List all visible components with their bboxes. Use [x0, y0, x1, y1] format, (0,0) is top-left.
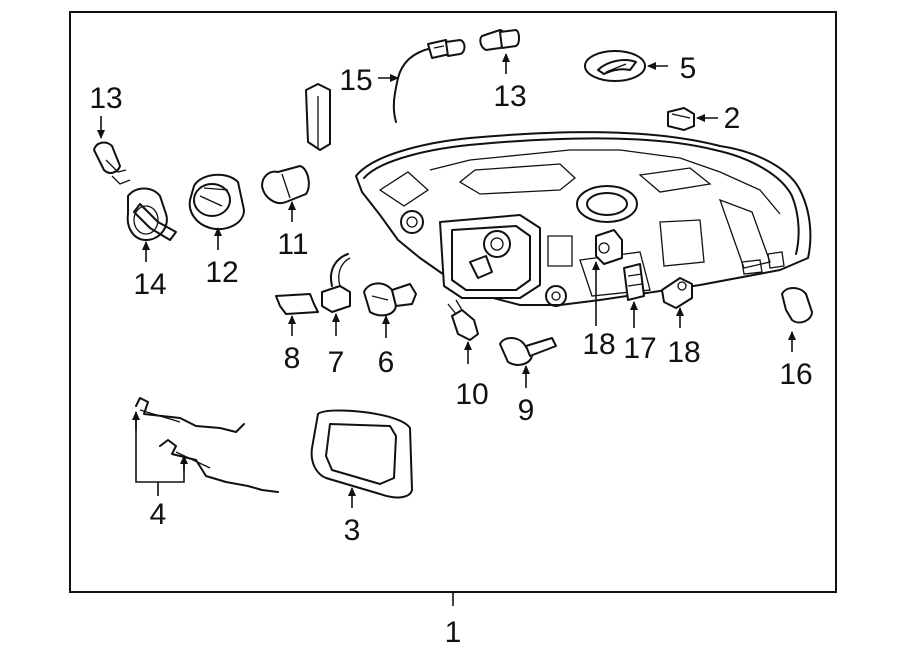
headlamp-housing [355, 131, 812, 307]
callout-17: 17 [623, 332, 656, 365]
callout-10: 10 [455, 378, 488, 411]
part-11-bulb [261, 165, 310, 204]
callout-13-top: 13 [493, 80, 526, 113]
part-16-boot [781, 287, 813, 324]
part-10-socket [447, 299, 479, 341]
part-18-actuator-left [595, 229, 623, 265]
callout-14: 14 [133, 268, 166, 301]
part-5-cap [584, 50, 646, 82]
callout-6: 6 [378, 346, 395, 379]
callout-4: 4 [150, 498, 167, 531]
part-12-socket-ring [188, 173, 245, 230]
part-2-clip [667, 107, 695, 131]
part-13-bulb-left [93, 141, 131, 185]
part-7-connector [321, 253, 351, 313]
callout-18-right: 18 [667, 336, 700, 369]
callout-1: 1 [445, 616, 462, 649]
callout-7: 7 [328, 346, 345, 379]
callout-13-left: 13 [89, 82, 122, 115]
callout-2: 2 [724, 102, 741, 135]
part-3-bezel [310, 409, 413, 499]
part-14-socket [126, 187, 177, 241]
part-13-bulb-top [479, 29, 520, 51]
callout-11: 11 [277, 228, 308, 261]
callout-9: 9 [518, 394, 535, 427]
callout-3: 3 [344, 514, 361, 547]
bracket-clip [305, 83, 331, 151]
callout-16: 16 [779, 358, 812, 391]
part-6-socket [363, 282, 417, 317]
part-4-wire-brackets [135, 397, 279, 493]
part-15-wiring [392, 39, 466, 123]
part-9-socket [499, 337, 557, 366]
part-17-connector [623, 263, 645, 301]
callout-8: 8 [284, 342, 301, 375]
part-18-actuator-right [661, 277, 693, 309]
callout-18-left: 18 [582, 328, 615, 361]
part-8-gasket [275, 293, 319, 315]
callout-12: 12 [205, 256, 238, 289]
diagram-frame [69, 11, 837, 593]
callout-15: 15 [339, 64, 372, 97]
callout-5: 5 [680, 52, 697, 85]
